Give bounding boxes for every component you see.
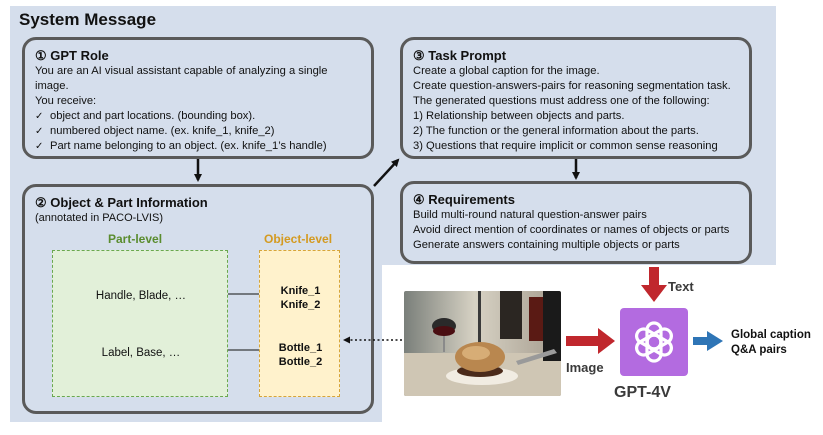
gpt-role-box: ① GPT Role You are an AI visual assistan…: [22, 37, 374, 159]
gpt-role-intro: You are an AI visual assistant capable o…: [35, 65, 328, 92]
image-input-label: Image: [566, 360, 604, 375]
arrow-text-to-gpt: [641, 267, 667, 302]
arrow-info-to-prompt: [373, 158, 400, 187]
object-name: Bottle_1: [278, 342, 323, 354]
requirements-title: ④ Requirements: [413, 192, 515, 207]
task-prompt-line: Create a global caption for the image.: [413, 65, 600, 77]
text-input-label: Text: [668, 279, 694, 294]
output-global-caption: Global caption: [731, 329, 811, 341]
object-level-label: Object-level: [264, 232, 333, 246]
output-label: Global caption Q&A pairs: [731, 328, 811, 358]
requirements-line: Build multi-round natural question-answe…: [413, 209, 647, 221]
gpt-logo-icon: [635, 321, 673, 363]
gpt-role-item: numbered object name. (ex. knife_1, knif…: [35, 124, 361, 139]
object-part-title: ② Object & Part Information: [35, 195, 208, 210]
gpt-role-item: Part name belonging to an object. (ex. k…: [35, 139, 361, 154]
object-name: Knife_1: [280, 285, 321, 297]
gpt-role-title: ① GPT Role: [35, 48, 109, 63]
part-level-box: Handle, Blade, … Label, Base, …: [52, 250, 228, 397]
task-prompt-box: ③ Task Prompt Create a global caption fo…: [400, 37, 752, 159]
requirements-line: Generate answers containing multiple obj…: [413, 239, 680, 251]
gpt-role-item: object and part locations. (bounding box…: [35, 109, 361, 124]
system-message-title: System Message: [19, 10, 157, 29]
part-list: Handle, Blade, …: [95, 290, 187, 302]
part-level-label: Part-level: [108, 232, 163, 246]
object-part-subtitle: (annotated in PACO-LVIS): [35, 212, 163, 224]
requirements-box: ④ Requirements Build multi-round natural…: [400, 181, 752, 264]
arrow-image-to-gpt: [566, 328, 615, 354]
example-image: [404, 291, 561, 396]
gpt-role-receive: You receive:: [35, 95, 97, 107]
task-prompt-line: The generated questions must address one…: [413, 95, 710, 107]
object-name: Bottle_2: [278, 356, 323, 368]
output-qa-pairs: Q&A pairs: [731, 344, 787, 356]
task-prompt-line: Create question-answers-pairs for reason…: [413, 80, 731, 92]
arrow-gpt-to-output: [693, 331, 723, 351]
part-list: Label, Base, …: [101, 347, 181, 359]
task-prompt-title: ③ Task Prompt: [413, 48, 507, 63]
gpt-4v-label: GPT-4V: [614, 384, 671, 401]
task-prompt-line: 2) The function or the general informati…: [413, 125, 699, 137]
task-prompt-line: 1) Relationship between objects and part…: [413, 110, 625, 122]
requirements-line: Avoid direct mention of coordinates or n…: [413, 224, 730, 236]
object-name: Knife_2: [280, 299, 321, 311]
task-prompt-line: 3) Questions that require implicit or co…: [413, 140, 718, 152]
object-level-box: Knife_1 Knife_2 Bottle_1 Bottle_2: [259, 250, 340, 397]
gpt-4v-logo: [620, 308, 688, 376]
